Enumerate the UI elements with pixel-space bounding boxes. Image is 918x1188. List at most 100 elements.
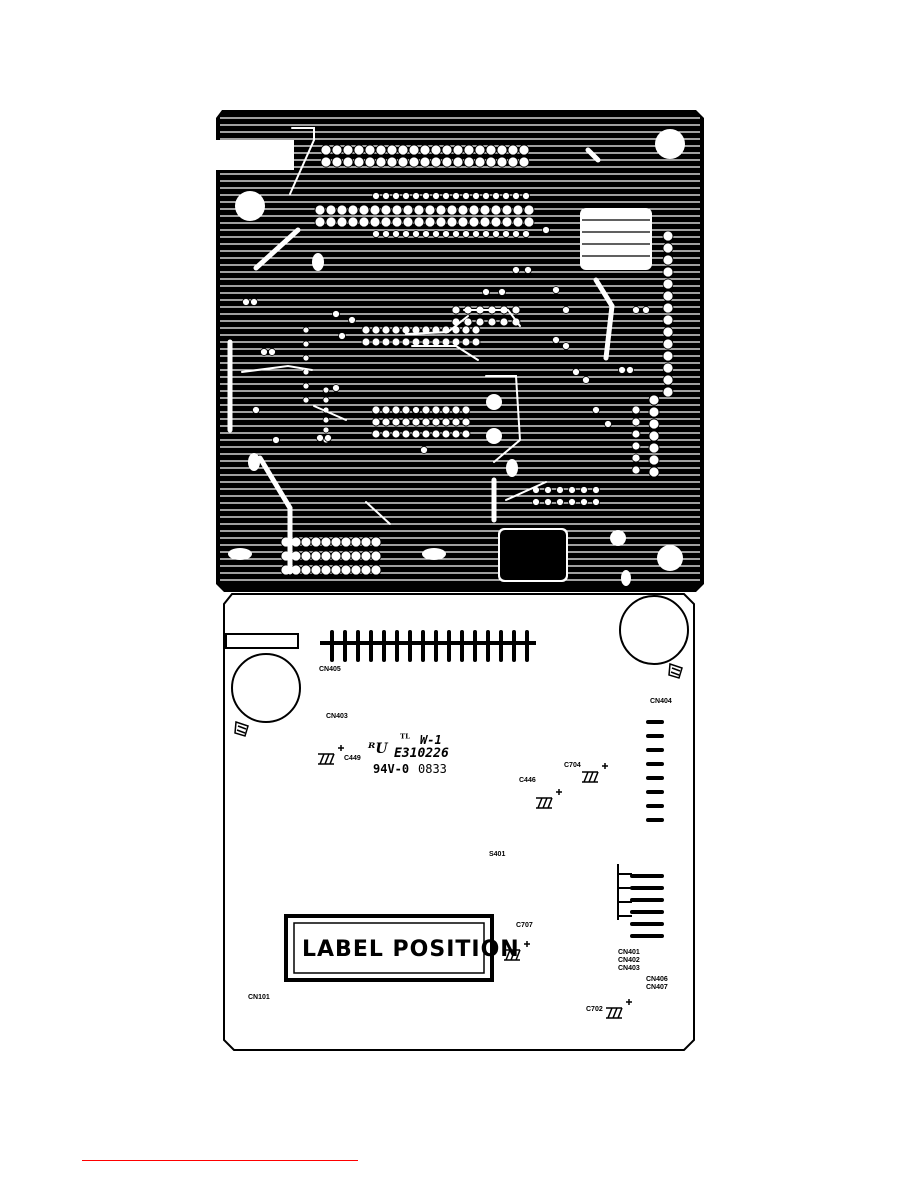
pad [435, 216, 447, 228]
pad [662, 266, 674, 278]
pad [522, 192, 530, 200]
ref-cn404: CN404 [650, 698, 672, 705]
pad [391, 325, 401, 335]
pad [441, 144, 453, 156]
pad [324, 434, 332, 442]
pad [397, 156, 409, 168]
pad [442, 230, 450, 238]
pad [401, 325, 411, 335]
pad [300, 564, 312, 576]
pad [544, 486, 552, 494]
pad [461, 405, 471, 415]
pad [347, 204, 359, 216]
pad [391, 337, 401, 347]
pad [632, 306, 640, 314]
pad [322, 416, 330, 424]
pad [401, 405, 411, 415]
trace [411, 345, 479, 361]
pad [475, 317, 485, 327]
pad [314, 216, 326, 228]
pad [502, 192, 510, 200]
pad [518, 156, 530, 168]
pad [314, 204, 326, 216]
pad [331, 144, 343, 156]
pad [380, 204, 392, 216]
pad [424, 204, 436, 216]
pad [568, 498, 576, 506]
screw-icon [234, 720, 249, 737]
pad [371, 325, 381, 335]
pad [471, 337, 481, 347]
pad [441, 405, 451, 415]
pad [580, 498, 588, 506]
pad [422, 230, 430, 238]
pad [421, 417, 431, 427]
pad [371, 405, 381, 415]
ref-cn402: CN402 [618, 957, 640, 964]
pad [452, 156, 464, 168]
pad [662, 290, 674, 302]
pad [501, 216, 513, 228]
pad [350, 564, 362, 576]
pad [662, 242, 674, 254]
pad [381, 325, 391, 335]
pad [252, 406, 260, 414]
pad [392, 192, 400, 200]
trace [313, 405, 347, 421]
pad [401, 337, 411, 347]
pad [358, 216, 370, 228]
pcb-copper-layer [216, 110, 704, 592]
mounting-hole-outline [231, 653, 301, 723]
pad [316, 434, 324, 442]
pad [524, 266, 532, 274]
pad [502, 230, 510, 238]
pad [479, 216, 491, 228]
pad [507, 156, 519, 168]
pad [325, 204, 337, 216]
svg-text:ᵁᴸ: ᵁᴸ [400, 732, 410, 745]
ref-cn401: CN401 [618, 949, 640, 956]
pad [490, 216, 502, 228]
pad [412, 406, 420, 414]
pad [457, 204, 469, 216]
pad [642, 306, 650, 314]
pad [302, 340, 310, 348]
pad [380, 216, 392, 228]
ref-c704: C704 [564, 762, 581, 769]
pad [310, 564, 322, 576]
pad [375, 156, 387, 168]
pad [320, 156, 332, 168]
pad [522, 230, 530, 238]
pad [228, 548, 252, 560]
mounting-hole [657, 545, 683, 571]
polarity-plus-icon [338, 745, 344, 751]
pad [360, 564, 372, 576]
capacitor-symbol [504, 949, 521, 961]
polarity-plus-icon [524, 941, 530, 947]
pad [572, 368, 580, 376]
pad [506, 459, 518, 477]
pad [662, 338, 674, 350]
pad [392, 230, 400, 238]
pad [382, 192, 390, 200]
ref-c707: C707 [516, 922, 533, 929]
pad [371, 429, 381, 439]
trace [585, 147, 601, 163]
pad [421, 337, 431, 347]
pcb-silkscreen-layer: ᴿU ᵁᴸ CN405 CN403 CN404 C449 C446 C704 S… [222, 592, 696, 1054]
pad [662, 386, 674, 398]
pad [452, 192, 460, 200]
pad [431, 417, 441, 427]
pad [662, 254, 674, 266]
pad [512, 204, 524, 216]
pad [648, 454, 660, 466]
pad [631, 417, 641, 427]
pad [268, 348, 276, 356]
pad [412, 192, 420, 200]
pad [302, 396, 310, 404]
pad [401, 429, 411, 439]
pad [391, 204, 403, 216]
pad [364, 156, 376, 168]
footer-rule [82, 1160, 358, 1161]
